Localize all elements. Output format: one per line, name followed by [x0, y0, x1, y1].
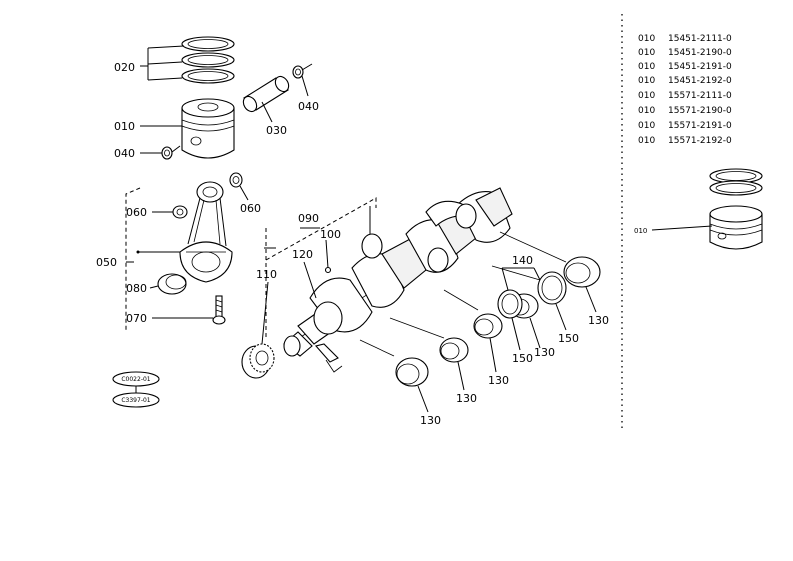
- parts-list-code: 010: [638, 76, 655, 86]
- callout-130-rear: 130: [588, 314, 609, 327]
- callout-030-leader: [261, 101, 273, 123]
- piston-assembly-thumbnail: [709, 168, 763, 250]
- callout-040-upper: 040: [298, 100, 319, 113]
- callout-080-leader: [149, 285, 159, 289]
- callout-150a-leader: [511, 317, 521, 351]
- parts-list-number: 15451-2190-0: [668, 48, 732, 58]
- callout-150-1: 150: [512, 352, 533, 365]
- callout-050-bracket: [125, 187, 180, 330]
- callout-140: 140: [512, 254, 533, 267]
- connecting-rod-drawing: [179, 181, 233, 283]
- circlip-lower-drawing: [161, 146, 173, 160]
- main-bearing-front: [395, 357, 429, 387]
- piston-pin-drawing: [242, 75, 290, 113]
- piston-rings-drawing: [181, 36, 235, 84]
- callout-010: 010: [114, 120, 135, 133]
- callout-010-thumbnail: 010: [634, 227, 647, 235]
- thrust-washer-1: [497, 289, 523, 319]
- callout-090: 090: [298, 212, 319, 225]
- parts-list-code: 010: [638, 34, 655, 44]
- callout-020-leaders: [140, 45, 185, 81]
- parts-list-number: 15451-2111-0: [668, 34, 732, 44]
- callout-150-2: 150: [558, 332, 579, 345]
- callout-040-lower: 040: [114, 147, 135, 160]
- callout-130-front: 130: [420, 414, 441, 427]
- callout-010b-leader: [651, 225, 713, 231]
- parts-list-code: 010: [638, 121, 655, 131]
- parts-list-number: 15451-2192-0: [668, 76, 732, 86]
- callout-120-leader: [303, 261, 317, 299]
- parts-list: 010 15451-2111-0 010 15451-2190-0 010 15…: [638, 34, 732, 146]
- connecting-rod-bolt-drawing: [212, 295, 226, 325]
- main-bearing-rear: [563, 256, 601, 288]
- callout-110: 110: [256, 268, 277, 281]
- callout-150b-leader: [555, 303, 567, 331]
- callout-130e-leader: [585, 286, 597, 313]
- parts-list-code: 010: [638, 106, 655, 116]
- callout-110-leader: [261, 281, 269, 345]
- piston-drawing: [181, 98, 235, 159]
- parts-list-code: 010: [638, 91, 655, 101]
- callout-130-4: 130: [534, 346, 555, 359]
- callout-060-left: 060: [126, 206, 147, 219]
- callout-130-2: 130: [456, 392, 477, 405]
- parts-list-number: 15571-2190-0: [668, 106, 732, 116]
- callout-120: 120: [292, 248, 313, 261]
- callout-100: 100: [320, 228, 341, 241]
- reference-badge-2-text: C3397-01: [121, 397, 150, 404]
- parts-list-number: 15571-2192-0: [668, 136, 732, 146]
- parts-list-code: 010: [638, 48, 655, 58]
- crankpin-bearing-drawing: [157, 273, 187, 295]
- callout-040b-leader: [301, 75, 309, 97]
- reference-badge-1-text: C0022-01: [121, 376, 150, 383]
- callout-130-3: 130: [488, 374, 509, 387]
- main-bearing-3: [473, 313, 503, 339]
- main-bearing-2: [439, 337, 469, 363]
- circlip-leader-tail: [301, 63, 313, 71]
- crankshaft-gear-drawing: [241, 343, 275, 379]
- callout-130b-leader: [457, 361, 465, 391]
- thrust-washer-2: [537, 271, 567, 305]
- callout-130a-leader: [417, 385, 429, 413]
- small-end-bushing-left: [172, 205, 188, 219]
- callout-020: 020: [114, 61, 135, 74]
- small-end-bushing-right: [229, 172, 243, 188]
- parts-list-number: 15451-2191-0: [668, 62, 732, 72]
- callout-060b-leader: [239, 185, 249, 201]
- parts-list-code: 010: [638, 62, 655, 72]
- circlip-upper-drawing: [292, 65, 304, 79]
- plug-100-drawing: [324, 239, 332, 274]
- crankshaft-bracket: [264, 197, 377, 340]
- parts-list-number: 15571-2191-0: [668, 121, 732, 131]
- circlip-link-line: [171, 145, 181, 153]
- callout-080: 080: [126, 282, 147, 295]
- callout-140-bracket: [501, 267, 541, 291]
- callout-050: 050: [96, 256, 117, 269]
- parts-list-code: 010: [638, 136, 655, 146]
- parts-list-number: 15571-2111-0: [668, 91, 732, 101]
- crankshaft-drawing: [283, 187, 567, 373]
- callout-130c-leader: [489, 337, 497, 373]
- callout-070: 070: [126, 312, 147, 325]
- callout-130d-leader: [529, 317, 541, 349]
- callout-030: 030: [266, 124, 287, 137]
- callout-060-right: 060: [240, 202, 261, 215]
